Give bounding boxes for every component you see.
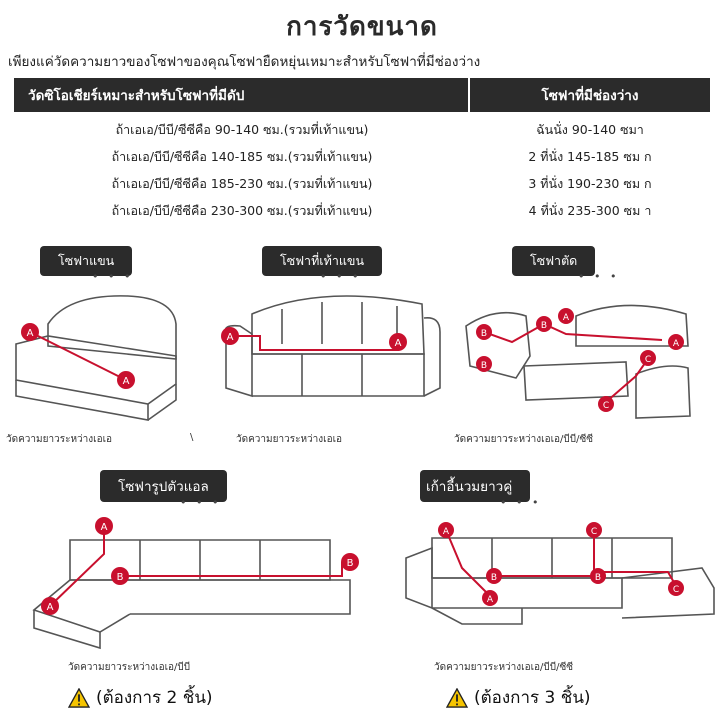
marker-b — [476, 324, 492, 340]
svg-text:B: B — [481, 361, 487, 371]
warning-triangle-icon — [446, 687, 468, 708]
svg-text:B: B — [491, 573, 497, 583]
table-header: วัดซิโอเชียร์เหมาะสำหรับโซฟาที่มีดัป โซฟ… — [14, 78, 710, 112]
caption-sectional: วัดความยาวระหว่างเอเอ/บีบี/ซีซี — [454, 434, 594, 445]
row-measure: ถ้าเอเอ/บีบี/ซีซีคือ 185-230 ซม.(รวมที่เ… — [111, 175, 373, 191]
caption-armrest: วัดความยาวระหว่างเอเอ — [236, 434, 343, 445]
marker-a — [482, 590, 498, 606]
marker-a — [558, 308, 574, 324]
marker-a — [389, 333, 407, 351]
warning-triangle-icon — [68, 687, 90, 708]
dots-l-shape: • • • — [180, 496, 222, 509]
marker-a — [41, 597, 59, 615]
row-fit: 2 ที่นั่ง 145-185 ซม ก — [528, 148, 652, 164]
marker-b — [590, 568, 606, 584]
marker-c — [586, 522, 602, 538]
row-measure: ถ้าเอเอ/บีบี/ซีซีคือ 90-140 ซม.(รวมที่เท… — [115, 121, 369, 137]
row-fit: ฉันนั่ง 90-140 ซมา — [536, 121, 644, 137]
svg-text:A: A — [673, 339, 680, 349]
label-armless-sofa: โซฟาแขน — [40, 246, 133, 276]
svg-text:C: C — [645, 355, 651, 365]
svg-text:A: A — [395, 338, 402, 349]
armless-sofa-illustration: A A — [15, 295, 177, 421]
dots-armrest: • • • — [320, 270, 362, 283]
row-measure: ถ้าเอเอ/บีบี/ซีซีคือ 140-185 ซม.(รวมที่เ… — [111, 148, 373, 164]
table-row: ถ้าเอเอ/บีบี/ซีซีคือ 90-140 ซม.(รวมที่เท… — [14, 116, 710, 143]
svg-text:A: A — [27, 328, 34, 339]
header-measure: วัดซิโอเชียร์เหมาะสำหรับโซฟาที่มีดัป — [14, 78, 470, 112]
label-l-shape-sofa: โซฟารูปตัวแอล — [100, 470, 227, 502]
marker-a — [95, 517, 113, 535]
dots-armless: • • • — [92, 270, 134, 283]
marker-c — [668, 580, 684, 596]
note-chaise-text: (ต้องการ 3 ชิ้น) — [474, 688, 591, 708]
dots-chaise: • • • — [500, 496, 542, 509]
svg-text:A: A — [487, 595, 494, 605]
marker-a — [221, 327, 239, 345]
page-subtitle: เพียงแค่วัดความยาวของโซฟาของคุณโซฟายืดหย… — [8, 54, 481, 70]
label-chaise-sofa: เก้าอี้นวมยาวคู่ — [420, 470, 531, 502]
row-fit: 4 ที่นั่ง 235-300 ซม า — [528, 202, 652, 218]
sectional-sofa-illustration: B B A A C C B — [465, 304, 691, 419]
svg-text:A: A — [443, 527, 450, 537]
table-row: ถ้าเอเอ/บีบี/ซีซีคือ 140-185 ซม.(รวมที่เ… — [14, 143, 710, 170]
marker-b — [536, 316, 552, 332]
svg-text:A: A — [123, 376, 130, 387]
caption-chaise: วัดความยาวระหว่างเอเอ/บีบี/ซีซี — [434, 662, 574, 673]
marker-b — [486, 568, 502, 584]
svg-text:A: A — [47, 602, 54, 613]
caption-l-shape: วัดความยาวระหว่างเอเอ/บีบี — [68, 662, 191, 673]
marker-a — [668, 334, 684, 350]
marker-c — [640, 350, 656, 366]
marker-b — [341, 553, 359, 571]
caption-armless: วัดความยาวระหว่างเอเอ — [6, 434, 113, 445]
svg-text:B: B — [347, 558, 354, 569]
marker-a — [117, 371, 135, 389]
size-table: วัดซิโอเชียร์เหมาะสำหรับโซฟาที่มีดัป โซฟ… — [14, 78, 710, 224]
svg-text:C: C — [591, 527, 597, 537]
note-l-shape: (ต้องการ 2 ชิ้น) — [68, 684, 213, 711]
svg-text:A: A — [563, 313, 570, 323]
caption-armless-tail: \ — [190, 432, 194, 443]
svg-text:B: B — [481, 329, 487, 339]
svg-text:B: B — [541, 321, 547, 331]
armrest-sofa-illustration: A A — [221, 295, 441, 398]
marker-b — [476, 356, 492, 372]
note-chaise: (ต้องการ 3 ชิ้น) — [446, 684, 591, 711]
page-title: การวัดขนาด — [286, 12, 438, 42]
svg-text:B: B — [595, 573, 601, 583]
marker-c — [598, 396, 614, 412]
marker-b — [111, 567, 129, 585]
label-sectional-sofa: โซฟาตัด — [512, 246, 596, 276]
marker-a — [21, 323, 39, 341]
row-measure: ถ้าเอเอ/บีบี/ซีซีคือ 230-300 ซม.(รวมที่เ… — [111, 202, 373, 218]
chaise-sofa-illustration: A A B B C C — [405, 522, 715, 625]
svg-text:A: A — [227, 332, 234, 343]
header-fit: โซฟาที่มีช่องว่าง — [541, 88, 639, 104]
l-shape-sofa-illustration: A A B B — [32, 517, 359, 650]
dots-sectional: • • • — [578, 270, 620, 283]
marker-a — [438, 522, 454, 538]
svg-text:B: B — [117, 572, 124, 583]
table-row: ถ้าเอเอ/บีบี/ซีซีคือ 230-300 ซม.(รวมที่เ… — [14, 197, 710, 224]
row-fit: 3 ที่นั่ง 190-230 ซม ก — [528, 175, 652, 191]
svg-text:C: C — [673, 585, 679, 595]
table-row: ถ้าเอเอ/บีบี/ซีซีคือ 185-230 ซม.(รวมที่เ… — [14, 170, 710, 197]
svg-text:A: A — [101, 522, 108, 533]
label-armrest-sofa: โซฟาที่เท้าแขน — [262, 246, 382, 276]
note-l-shape-text: (ต้องการ 2 ชิ้น) — [96, 688, 213, 708]
svg-text:C: C — [603, 401, 609, 411]
